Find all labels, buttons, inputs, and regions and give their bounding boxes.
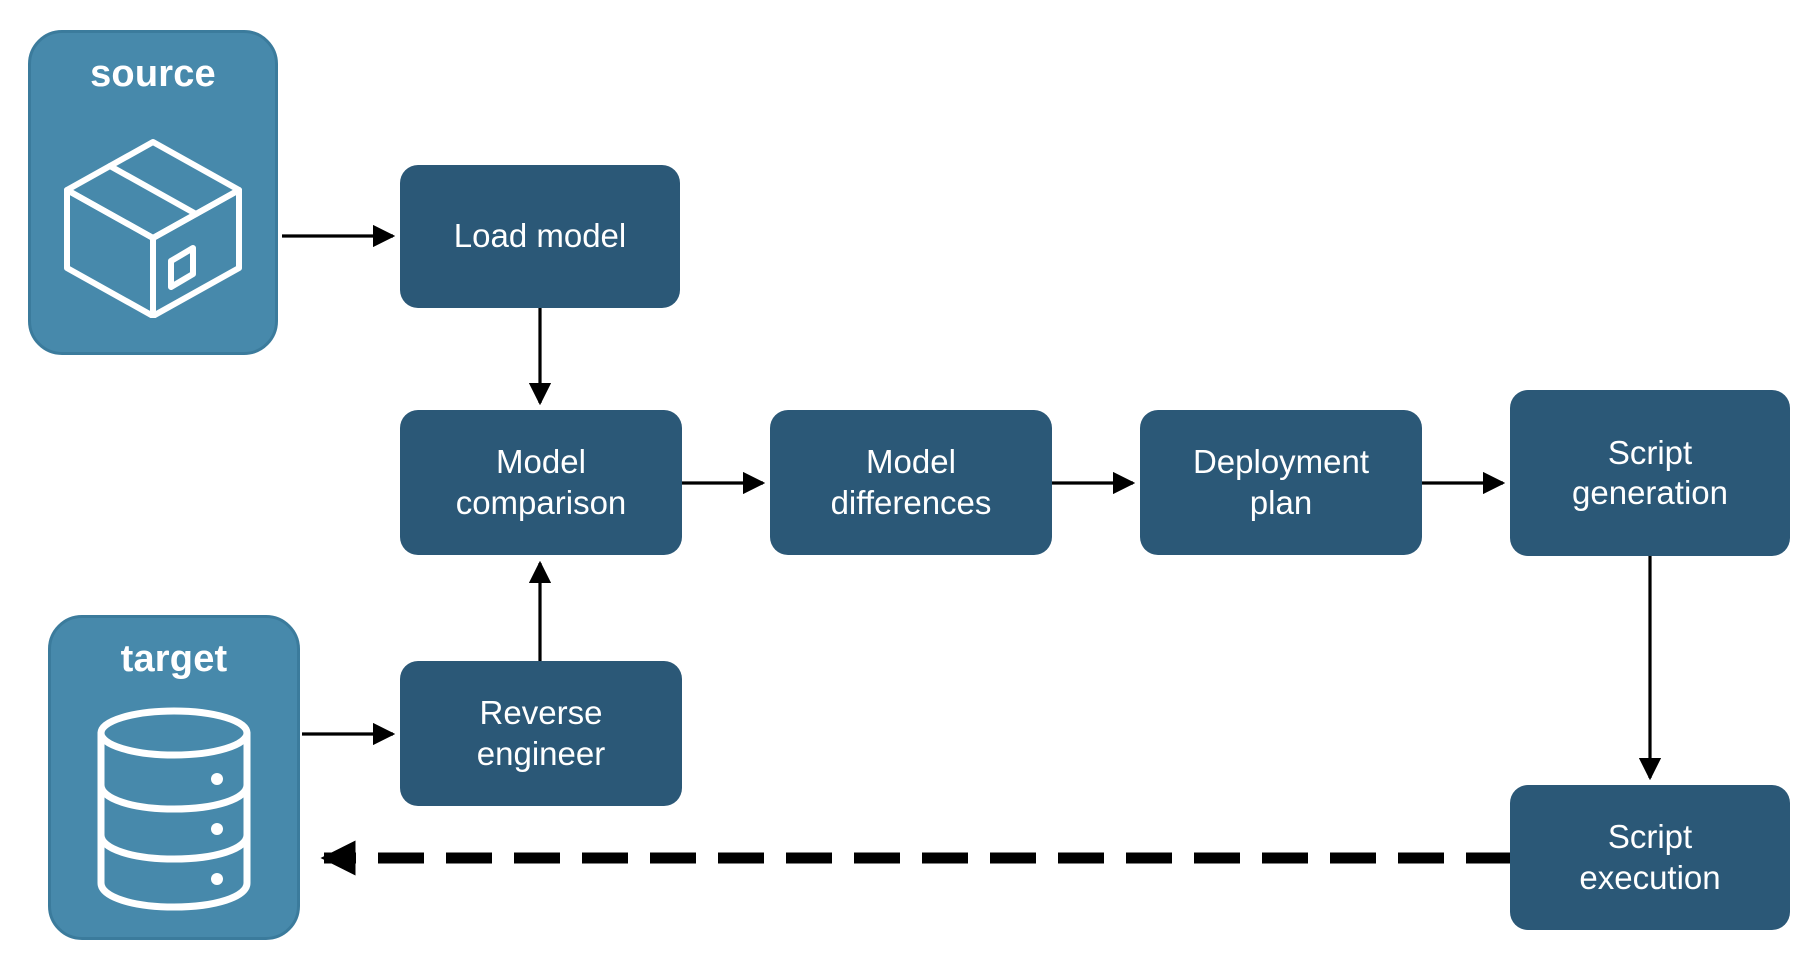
node-script-generation[interactable]: Script generation — [1510, 390, 1790, 556]
node-model-comparison-line1: Model — [496, 443, 586, 481]
node-load-model[interactable]: Load model — [400, 165, 680, 308]
node-deployment-plan-line1: Deployment — [1192, 443, 1370, 481]
node-script-execution-line2: execution — [1579, 858, 1721, 896]
node-model-differences-line2: differences — [830, 483, 992, 521]
node-reverse-engineer-line1: Reverse — [479, 694, 603, 732]
node-model-comparison[interactable]: Model comparison — [400, 410, 682, 555]
node-model-differences-line1: Model — [866, 443, 956, 481]
node-model-comparison-line2: comparison — [455, 483, 627, 521]
node-script-execution-line1: Script — [1607, 818, 1693, 856]
package-box-icon — [31, 93, 275, 352]
node-reverse-engineer-line2: engineer — [476, 734, 606, 772]
node-reverse-engineer[interactable]: Reverse engineer — [400, 661, 682, 806]
node-script-generation-line2: generation — [1572, 474, 1728, 511]
node-load-model-line1: Load model — [453, 217, 627, 255]
node-deployment-plan-line2: plan — [1249, 483, 1313, 521]
endpoint-source-label: source — [90, 53, 216, 95]
node-script-generation-line1: Script — [1607, 433, 1693, 471]
node-deployment-plan[interactable]: Deployment plan — [1140, 410, 1422, 555]
node-model-differences[interactable]: Model differences — [770, 410, 1052, 555]
endpoint-source[interactable]: source — [28, 30, 278, 355]
database-cylinder-icon — [51, 678, 297, 937]
endpoint-target[interactable]: target — [48, 615, 300, 940]
node-script-execution[interactable]: Script execution — [1510, 785, 1790, 930]
endpoint-target-label: target — [120, 638, 228, 680]
